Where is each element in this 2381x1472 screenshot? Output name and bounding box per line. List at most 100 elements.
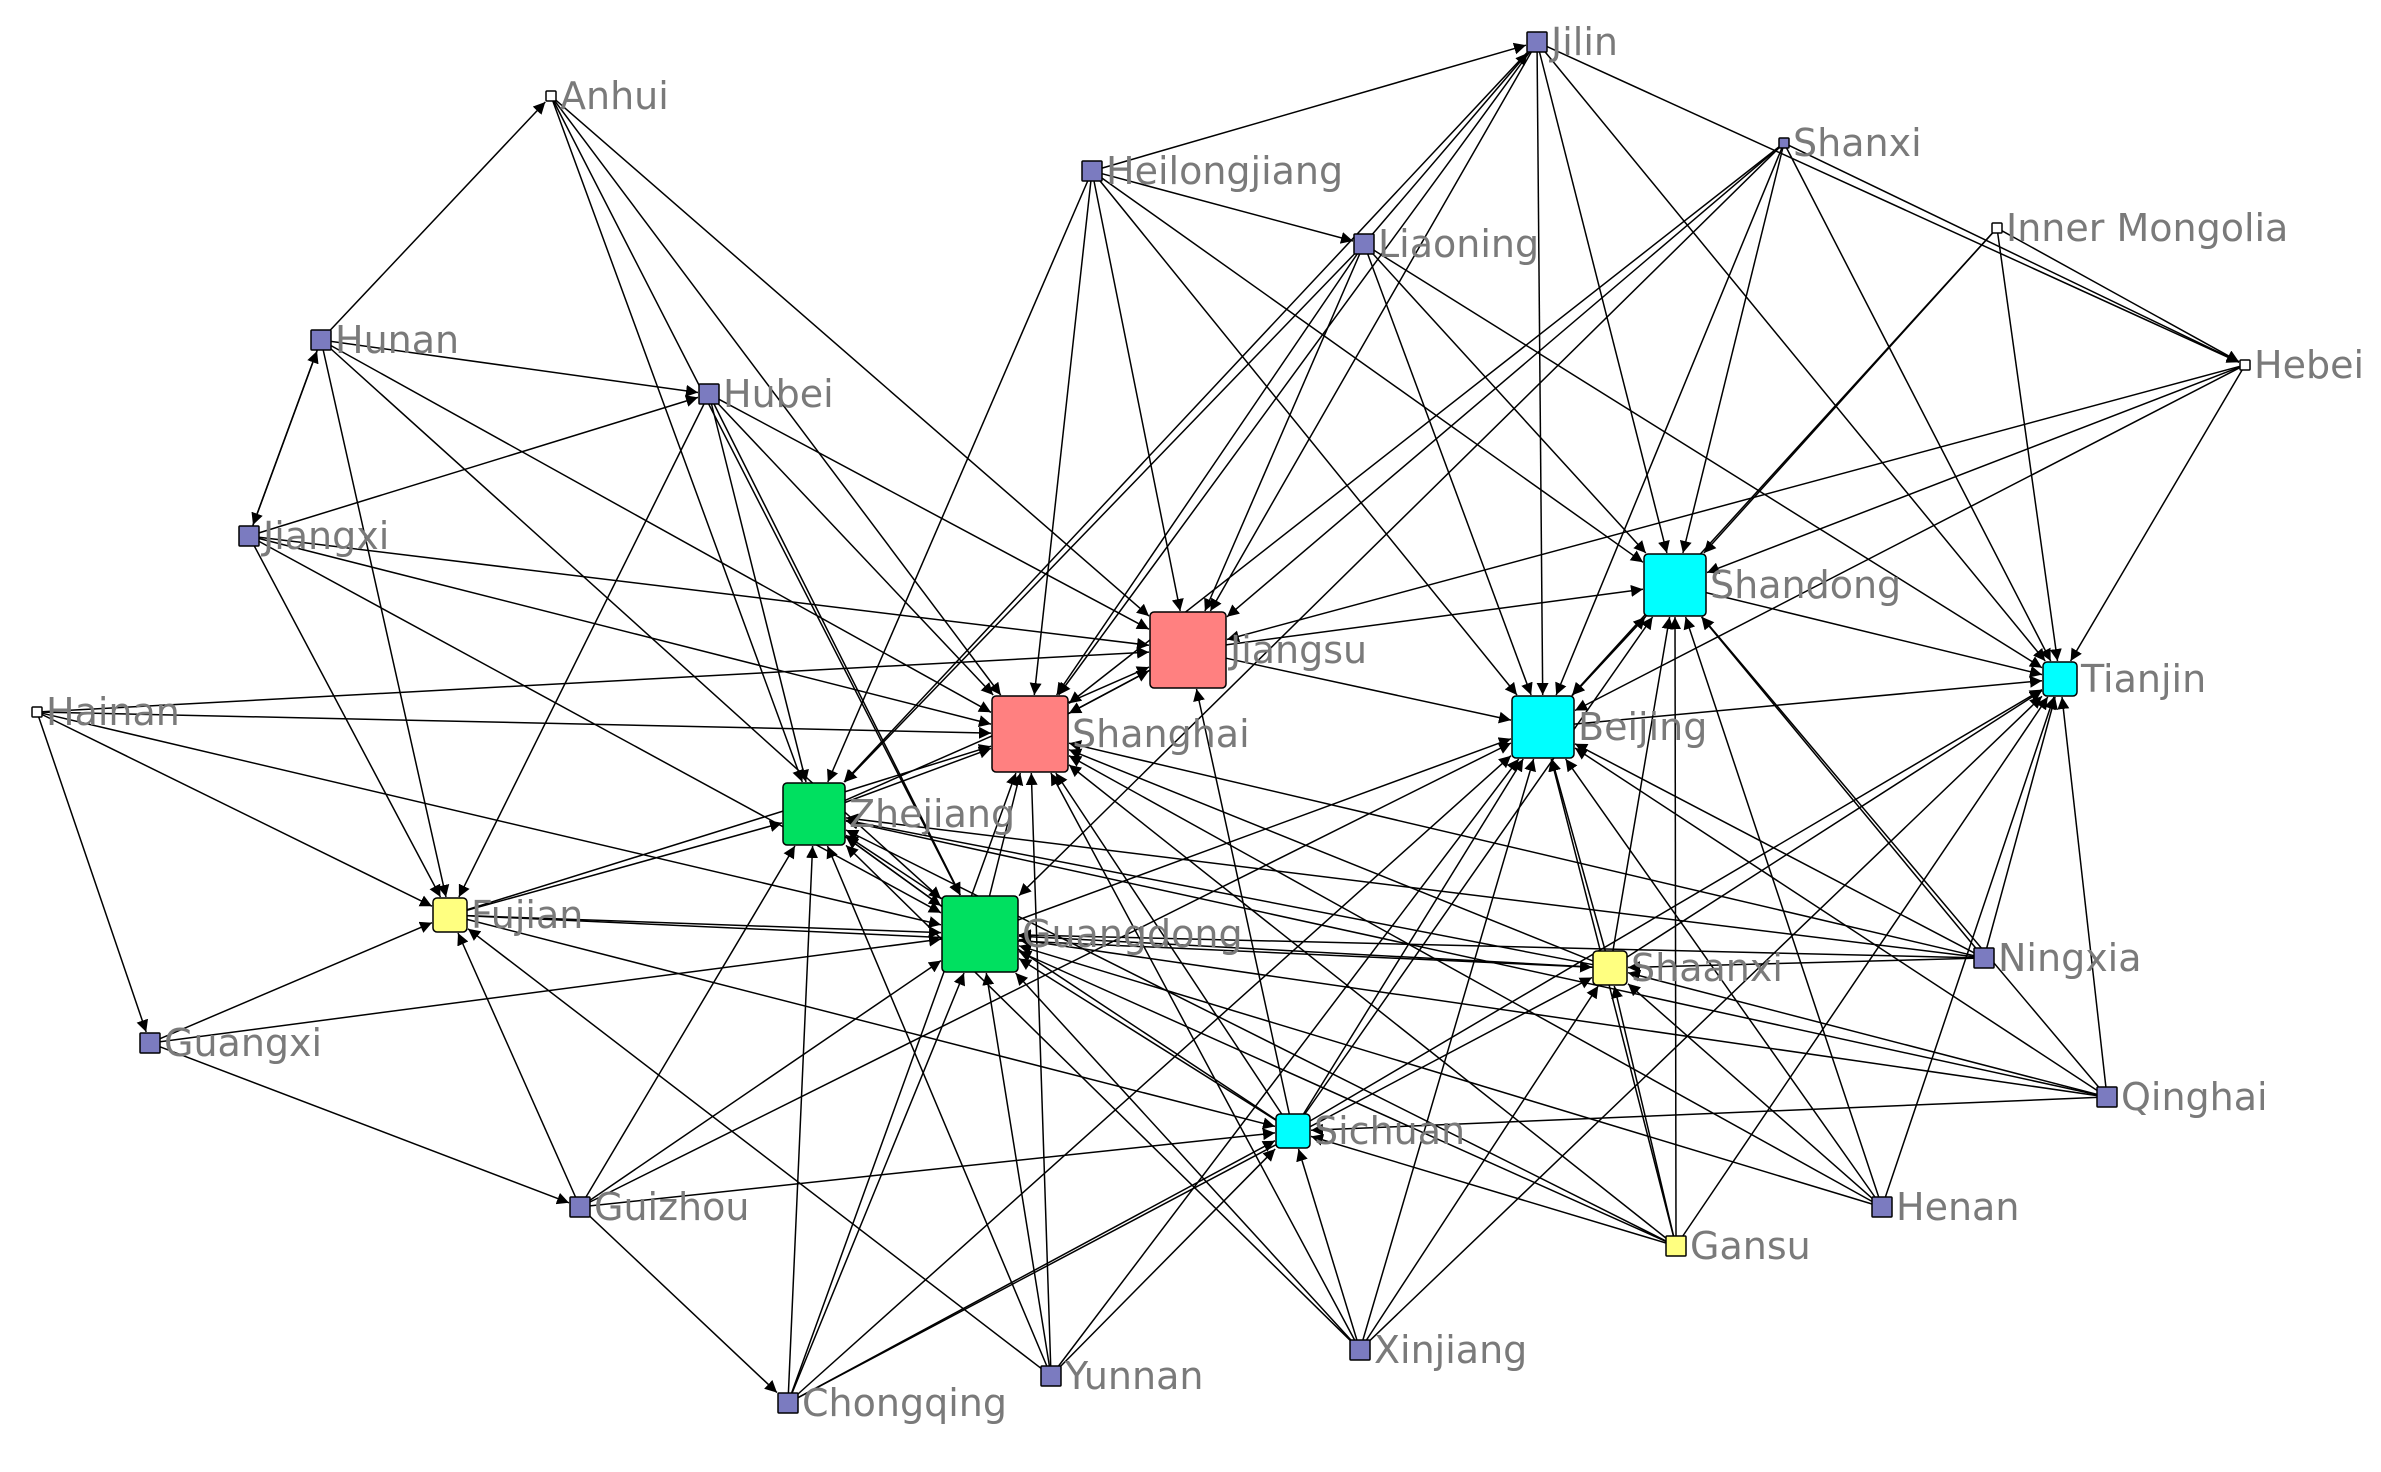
node-jilin[interactable]: Jilin bbox=[1526, 20, 1618, 64]
node-shandong[interactable]: Shandong bbox=[1643, 553, 1901, 617]
node-marker[interactable] bbox=[1871, 1196, 1893, 1218]
node-liaoning[interactable]: Liaoning bbox=[1353, 222, 1539, 266]
node-marker[interactable] bbox=[1778, 137, 1790, 149]
node-zhejiang[interactable]: Zhejiang bbox=[782, 782, 1015, 846]
node-hebei[interactable]: Hebei bbox=[2239, 343, 2364, 387]
node-hunan[interactable]: Hunan bbox=[310, 318, 459, 362]
node-qinghai[interactable]: Qinghai bbox=[2096, 1075, 2268, 1119]
edge-shanxi-to-jiangsu bbox=[1226, 146, 1780, 618]
edge-gansu-to-shaanxi bbox=[1611, 985, 1675, 1237]
node-label: Beijing bbox=[1578, 705, 1707, 749]
node-tianjin[interactable]: Tianjin bbox=[2042, 657, 2206, 701]
node-marker[interactable] bbox=[1991, 222, 2003, 234]
node-label: Sichuan bbox=[1314, 1109, 1465, 1153]
node-shaanxi[interactable]: Shaanxi bbox=[1592, 946, 1783, 990]
edge-henan-to-guangdong bbox=[1018, 943, 1873, 1205]
node-marker[interactable] bbox=[238, 525, 260, 547]
edge-gansu-to-zhejiang bbox=[845, 829, 1667, 1242]
node-marker[interactable] bbox=[782, 782, 846, 846]
node-marker[interactable] bbox=[2042, 661, 2078, 697]
node-marker[interactable] bbox=[31, 706, 43, 718]
edge-chongqing-to-shanghai bbox=[790, 772, 1018, 1394]
node-label: Hebei bbox=[2254, 343, 2364, 387]
edge-shaanxi-to-tianjin bbox=[1626, 689, 2043, 958]
edge-xinjiang-to-guangdong bbox=[1015, 972, 1352, 1341]
node-marker[interactable] bbox=[545, 90, 557, 102]
node-ningxia[interactable]: Ningxia bbox=[1973, 936, 2142, 980]
node-jiangsu[interactable]: Jiangsu bbox=[1149, 611, 1367, 689]
edge-chongqing-to-beijing bbox=[797, 755, 1512, 1395]
node-marker[interactable] bbox=[569, 1196, 591, 1218]
node-fujian[interactable]: Fujian bbox=[432, 893, 583, 937]
edge-jiangxi-to-guangdong bbox=[258, 540, 942, 914]
edge-jilin-to-tianjin bbox=[1544, 51, 2046, 662]
node-marker[interactable] bbox=[1275, 1113, 1311, 1149]
edge-hunan-to-anhui bbox=[329, 101, 546, 331]
edge-shaanxi-to-shanghai bbox=[1068, 748, 1594, 962]
node-henan[interactable]: Henan bbox=[1871, 1185, 2019, 1229]
node-marker[interactable] bbox=[941, 895, 1019, 973]
edge-sichuan-to-zhejiang bbox=[845, 834, 1277, 1121]
node-innermongolia[interactable]: Inner Mongolia bbox=[1991, 206, 2288, 250]
edge-shandong-to-tianjin bbox=[1705, 591, 2043, 678]
node-gansu[interactable]: Gansu bbox=[1665, 1224, 1811, 1268]
node-label: Shanxi bbox=[1793, 121, 1922, 165]
node-label: Shaanxi bbox=[1631, 946, 1783, 990]
edge-xinjiang-to-tianjin bbox=[1369, 695, 2043, 1341]
node-shanxi[interactable]: Shanxi bbox=[1778, 121, 1922, 165]
node-marker[interactable] bbox=[1349, 1339, 1371, 1361]
node-marker[interactable] bbox=[991, 695, 1069, 773]
node-marker[interactable] bbox=[777, 1392, 799, 1414]
edge-guizhou-to-zhejiang bbox=[585, 845, 796, 1198]
edge-anhui-to-jiangsu bbox=[555, 99, 1150, 617]
node-marker[interactable] bbox=[1973, 947, 1995, 969]
node-hubei[interactable]: Hubei bbox=[698, 372, 834, 416]
node-label: Guangdong bbox=[1022, 912, 1243, 956]
edge-yunnan-to-guangdong bbox=[982, 972, 1051, 1367]
node-heilongjiang[interactable]: Heilongjiang bbox=[1081, 149, 1343, 193]
node-guangdong[interactable]: Guangdong bbox=[941, 895, 1243, 973]
edge-innermongolia-to-tianjin bbox=[1996, 232, 2062, 662]
node-guangxi[interactable]: Guangxi bbox=[139, 1021, 322, 1065]
node-marker[interactable] bbox=[1149, 611, 1227, 689]
edge-yunnan-to-zhejiang bbox=[826, 845, 1048, 1367]
edge-chongqing-to-guangdong bbox=[791, 972, 966, 1394]
node-marker[interactable] bbox=[432, 897, 468, 933]
node-anhui[interactable]: Anhui bbox=[545, 74, 669, 118]
node-marker[interactable] bbox=[1511, 695, 1575, 759]
edge-gansu-to-shandong bbox=[1669, 616, 1682, 1237]
node-marker[interactable] bbox=[1526, 31, 1548, 53]
node-marker[interactable] bbox=[1643, 553, 1707, 617]
node-marker[interactable] bbox=[1665, 1235, 1687, 1257]
node-marker[interactable] bbox=[1592, 950, 1628, 986]
edge-ningxia-to-shandong bbox=[1700, 616, 1977, 949]
node-marker[interactable] bbox=[1353, 233, 1375, 255]
edge-heilongjiang-to-jiangsu bbox=[1093, 180, 1184, 612]
node-marker[interactable] bbox=[139, 1032, 161, 1054]
node-yunnan[interactable]: Yunnan bbox=[1040, 1354, 1203, 1398]
edge-xinjiang-to-sichuan bbox=[1296, 1148, 1358, 1341]
node-sichuan[interactable]: Sichuan bbox=[1275, 1109, 1465, 1153]
node-beijing[interactable]: Beijing bbox=[1511, 695, 1707, 759]
node-marker[interactable] bbox=[1081, 160, 1103, 182]
node-hainan[interactable]: Hainan bbox=[31, 690, 180, 734]
edge-guizhou-to-chongqing bbox=[589, 1215, 778, 1394]
edge-shanxi-to-shandong bbox=[1679, 147, 1784, 554]
edge-henan-to-shandong bbox=[1683, 616, 1880, 1198]
edge-gansu-to-shanghai bbox=[1068, 764, 1667, 1239]
edge-zhejiang-to-shanghai bbox=[844, 746, 992, 804]
node-marker[interactable] bbox=[1040, 1365, 1062, 1387]
node-xinjiang[interactable]: Xinjiang bbox=[1349, 1328, 1527, 1372]
node-guizhou[interactable]: Guizhou bbox=[569, 1185, 749, 1229]
node-jiangxi[interactable]: Jiangxi bbox=[238, 514, 389, 558]
node-marker[interactable] bbox=[2239, 359, 2251, 371]
node-marker[interactable] bbox=[698, 383, 720, 405]
node-chongqing[interactable]: Chongqing bbox=[777, 1381, 1007, 1425]
node-shanghai[interactable]: Shanghai bbox=[991, 695, 1250, 773]
edges-layer bbox=[37, 42, 2243, 1399]
node-label: Guizhou bbox=[594, 1185, 749, 1229]
node-marker[interactable] bbox=[310, 329, 332, 351]
edge-yunnan-to-shanghai bbox=[1025, 772, 1052, 1367]
node-marker[interactable] bbox=[2096, 1086, 2118, 1108]
